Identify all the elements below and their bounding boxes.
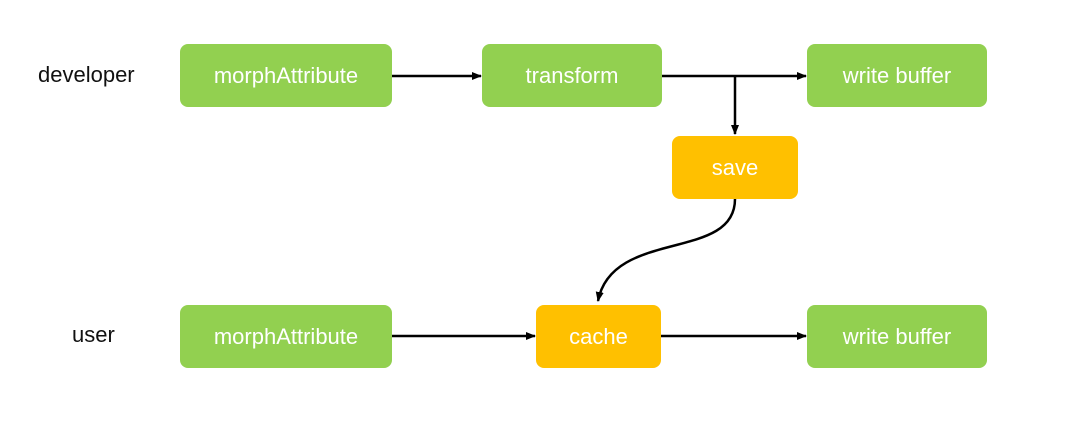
cache-node: cache [536,305,661,368]
row-label-user: user [72,322,115,347]
user-write-buffer-node: write buffer [807,305,987,368]
row-label-developer: developer [38,62,135,87]
user-morph-attribute-node: morphAttribute [180,305,392,368]
arrow-save-to-cache [595,198,737,302]
developer-morph-attribute-node: morphAttribute [180,44,392,107]
save-node: save [672,136,798,199]
developer-transform-node: transform [482,44,662,107]
developer-write-buffer-node: write buffer [807,44,987,107]
